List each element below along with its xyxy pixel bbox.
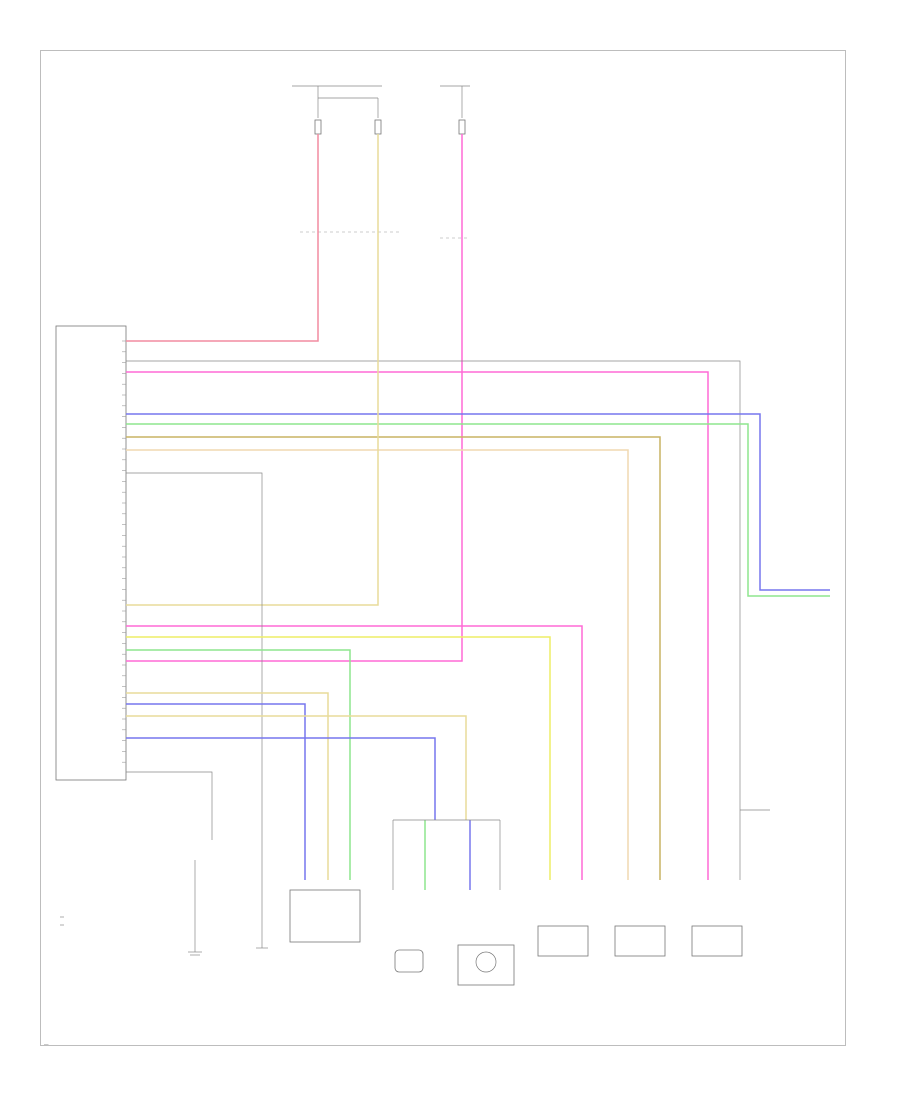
wire-blue-3 bbox=[126, 737, 436, 820]
ground-symbol-1 bbox=[188, 860, 202, 956]
abs-module bbox=[55, 325, 127, 781]
power-feed-section bbox=[292, 85, 470, 118]
wire-blue-1 bbox=[126, 413, 830, 591]
module-pin-ticks bbox=[122, 340, 126, 763]
connector-junction bbox=[392, 819, 501, 890]
fuse-3 bbox=[458, 119, 466, 135]
wire-tan-1 bbox=[126, 134, 379, 606]
wire-tan-3 bbox=[126, 715, 467, 820]
wire-pink-1 bbox=[126, 371, 709, 880]
wire-olive-1 bbox=[126, 436, 661, 880]
hydraulic-control-unit bbox=[289, 889, 361, 943]
wire-tan-2 bbox=[126, 692, 329, 880]
wire-red-power bbox=[126, 134, 319, 342]
fuse-2 bbox=[374, 119, 382, 135]
wheel-sensor-left-front bbox=[537, 925, 589, 957]
wheel-sensor-rear bbox=[691, 925, 743, 957]
yaw-rate-sensor bbox=[457, 944, 515, 986]
wire-yellow-1 bbox=[126, 636, 551, 880]
legend bbox=[60, 916, 64, 926]
wire-pink-3 bbox=[126, 625, 583, 880]
wheel-sensor-right-front bbox=[614, 925, 666, 957]
diagram-border bbox=[40, 50, 846, 1046]
wire-gray-2 bbox=[126, 771, 213, 840]
wire-gray-1 bbox=[126, 360, 741, 880]
wire-pink-2 bbox=[126, 134, 463, 662]
wire-blue-2 bbox=[126, 703, 306, 880]
stop-lamp-switch bbox=[394, 949, 424, 973]
wire-gray-ground bbox=[126, 472, 263, 920]
ground-symbol-2 bbox=[256, 920, 268, 949]
fuse-1 bbox=[314, 119, 322, 135]
wire-green-2 bbox=[126, 649, 351, 880]
inline-connector-row bbox=[300, 231, 470, 239]
wire-green-1 bbox=[126, 423, 830, 597]
wire-orange-1 bbox=[126, 449, 629, 880]
page-mark: — bbox=[44, 1042, 49, 1047]
